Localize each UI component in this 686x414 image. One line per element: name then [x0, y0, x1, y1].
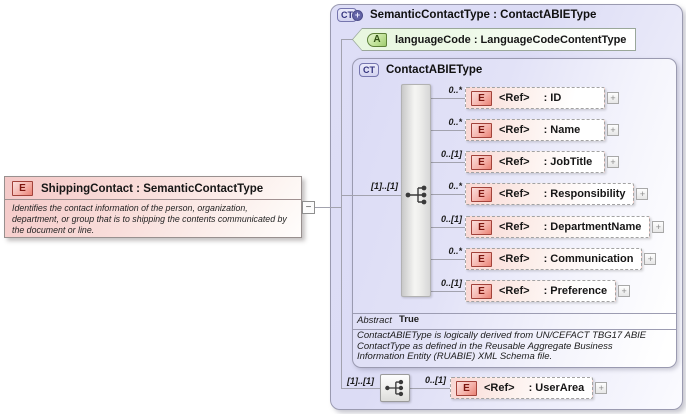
connector-line [431, 291, 465, 292]
cardinality-label: 0..[1] [440, 149, 462, 159]
element-ref-departmentname[interactable]: E <Ref> : DepartmentName [465, 216, 651, 238]
basetype-icon: CT [359, 63, 379, 77]
cardinality-label: 0..* [448, 117, 462, 127]
sequence-compositor-icon [405, 185, 427, 205]
element-ref-id[interactable]: E <Ref> : ID [465, 87, 605, 109]
global-element-header: E ShippingContact : SemanticContactType [5, 177, 301, 199]
element-tag: <Ref> [499, 221, 530, 233]
userarea-connector-line [410, 388, 450, 389]
derived-plus-icon: + [352, 9, 363, 21]
abstract-property-label: Abstract [357, 315, 392, 326]
expand-button[interactable]: + [607, 124, 619, 136]
expand-button[interactable]: + [595, 382, 608, 394]
element-icon: E [471, 122, 492, 138]
expand-button[interactable]: + [652, 221, 665, 233]
element-name: : ID [543, 92, 562, 104]
attribute-inner: A languageCode : LanguageCodeContentType [353, 29, 635, 50]
element-name: : Communication [543, 253, 634, 265]
connector-line [431, 130, 465, 131]
element-row-jobtitle: E <Ref> : JobTitle + [465, 151, 619, 173]
expand-button[interactable]: + [644, 253, 657, 265]
element-ref-jobtitle[interactable]: E <Ref> : JobTitle [465, 151, 605, 173]
element-name: : Name [543, 124, 581, 136]
element-row-departmentname: E <Ref> : DepartmentName + [465, 216, 665, 238]
element-ref-userarea[interactable]: E <Ref> : UserArea [450, 377, 594, 399]
element-tag: <Ref> [484, 382, 515, 394]
cardinality-label: [1]..[1] [371, 181, 398, 191]
connector-line [431, 194, 465, 195]
element-name: : Responsibility [543, 188, 626, 200]
complextype-header: CT + SemanticContactType : ContactABIETy… [337, 8, 596, 22]
basetype-header: CT ContactABIEType [359, 63, 482, 77]
element-tag: <Ref> [499, 92, 530, 104]
element-icon: E [471, 186, 492, 202]
divider [353, 329, 676, 330]
cardinality-label: 0..[1] [424, 375, 446, 385]
expand-button[interactable]: + [618, 285, 631, 297]
connector-line [431, 98, 465, 99]
sequence-bar[interactable] [401, 84, 431, 297]
element-row-communication: E <Ref> : Communication + [465, 248, 657, 270]
element-icon: E [471, 219, 492, 235]
element-name: : JobTitle [543, 156, 593, 168]
element-tag: <Ref> [499, 188, 530, 200]
abstract-property-value: True [399, 314, 420, 325]
basetype-annotation: ContactABIEType is logically derived fro… [357, 330, 647, 362]
sequence-compositor-box[interactable] [380, 374, 410, 402]
global-element-description: Identifies the contact information of th… [12, 203, 287, 235]
element-name: : Preference [543, 285, 608, 297]
basetype-title: ContactABIEType [386, 64, 483, 76]
element-icon: E [456, 380, 477, 396]
element-row-id: E <Ref> : ID + [465, 87, 619, 109]
element-icon: E [471, 283, 492, 299]
element-row-userarea: E <Ref> : UserArea + [450, 377, 608, 399]
element-icon: E [12, 181, 33, 196]
element-row-responsibility: E <Ref> : Responsibility + [465, 183, 649, 205]
sequence-compositor-icon [385, 379, 404, 397]
cardinality-label: 0..* [448, 85, 462, 95]
element-tag: <Ref> [499, 124, 530, 136]
element-name: : UserArea [528, 382, 585, 394]
cardinality-label: 0..* [448, 181, 462, 191]
extension-connector-line [341, 388, 380, 389]
cardinality-label: 0..* [448, 246, 462, 256]
attribute-connector-line [341, 39, 353, 40]
element-ref-name[interactable]: E <Ref> : Name [465, 119, 605, 141]
attribute-box[interactable]: A languageCode : LanguageCodeContentType [352, 28, 636, 51]
global-element-box[interactable]: E ShippingContact : SemanticContactType … [4, 176, 302, 238]
element-tag: <Ref> [499, 156, 530, 168]
expand-button[interactable]: + [636, 188, 649, 200]
connector-line [431, 162, 465, 163]
attribute-icon: A [367, 32, 387, 47]
connector-line [431, 259, 465, 260]
cardinality-label: 0..[1] [440, 278, 462, 288]
element-ref-responsibility[interactable]: E <Ref> : Responsibility [465, 183, 635, 205]
element-icon: E [471, 251, 492, 267]
expand-button[interactable]: + [607, 92, 619, 104]
element-icon: E [471, 90, 492, 106]
divider [5, 199, 301, 200]
expand-button[interactable]: + [607, 156, 619, 168]
entry-line [316, 207, 342, 208]
element-row-preference: E <Ref> : Preference + [465, 280, 631, 302]
collapse-button[interactable]: − [302, 201, 315, 214]
element-tag: <Ref> [499, 285, 530, 297]
element-tag: <Ref> [499, 253, 530, 265]
cardinality-label: 0..[1] [440, 214, 462, 224]
element-row-name: E <Ref> : Name + [465, 119, 619, 141]
tree-spine [341, 39, 342, 389]
cardinality-label: [1]..[1] [347, 376, 374, 386]
attribute-label: languageCode : LanguageCodeContentType [395, 33, 627, 46]
connector-line [431, 227, 465, 228]
element-icon: E [471, 154, 492, 170]
global-element-title: ShippingContact : SemanticContactType [41, 182, 264, 195]
divider [353, 313, 676, 314]
element-name: : DepartmentName [543, 221, 642, 233]
base-connector-line [341, 195, 402, 196]
complextype-title: SemanticContactType : ContactABIEType [370, 9, 597, 21]
element-ref-communication[interactable]: E <Ref> : Communication [465, 248, 643, 270]
element-ref-preference[interactable]: E <Ref> : Preference [465, 280, 617, 302]
